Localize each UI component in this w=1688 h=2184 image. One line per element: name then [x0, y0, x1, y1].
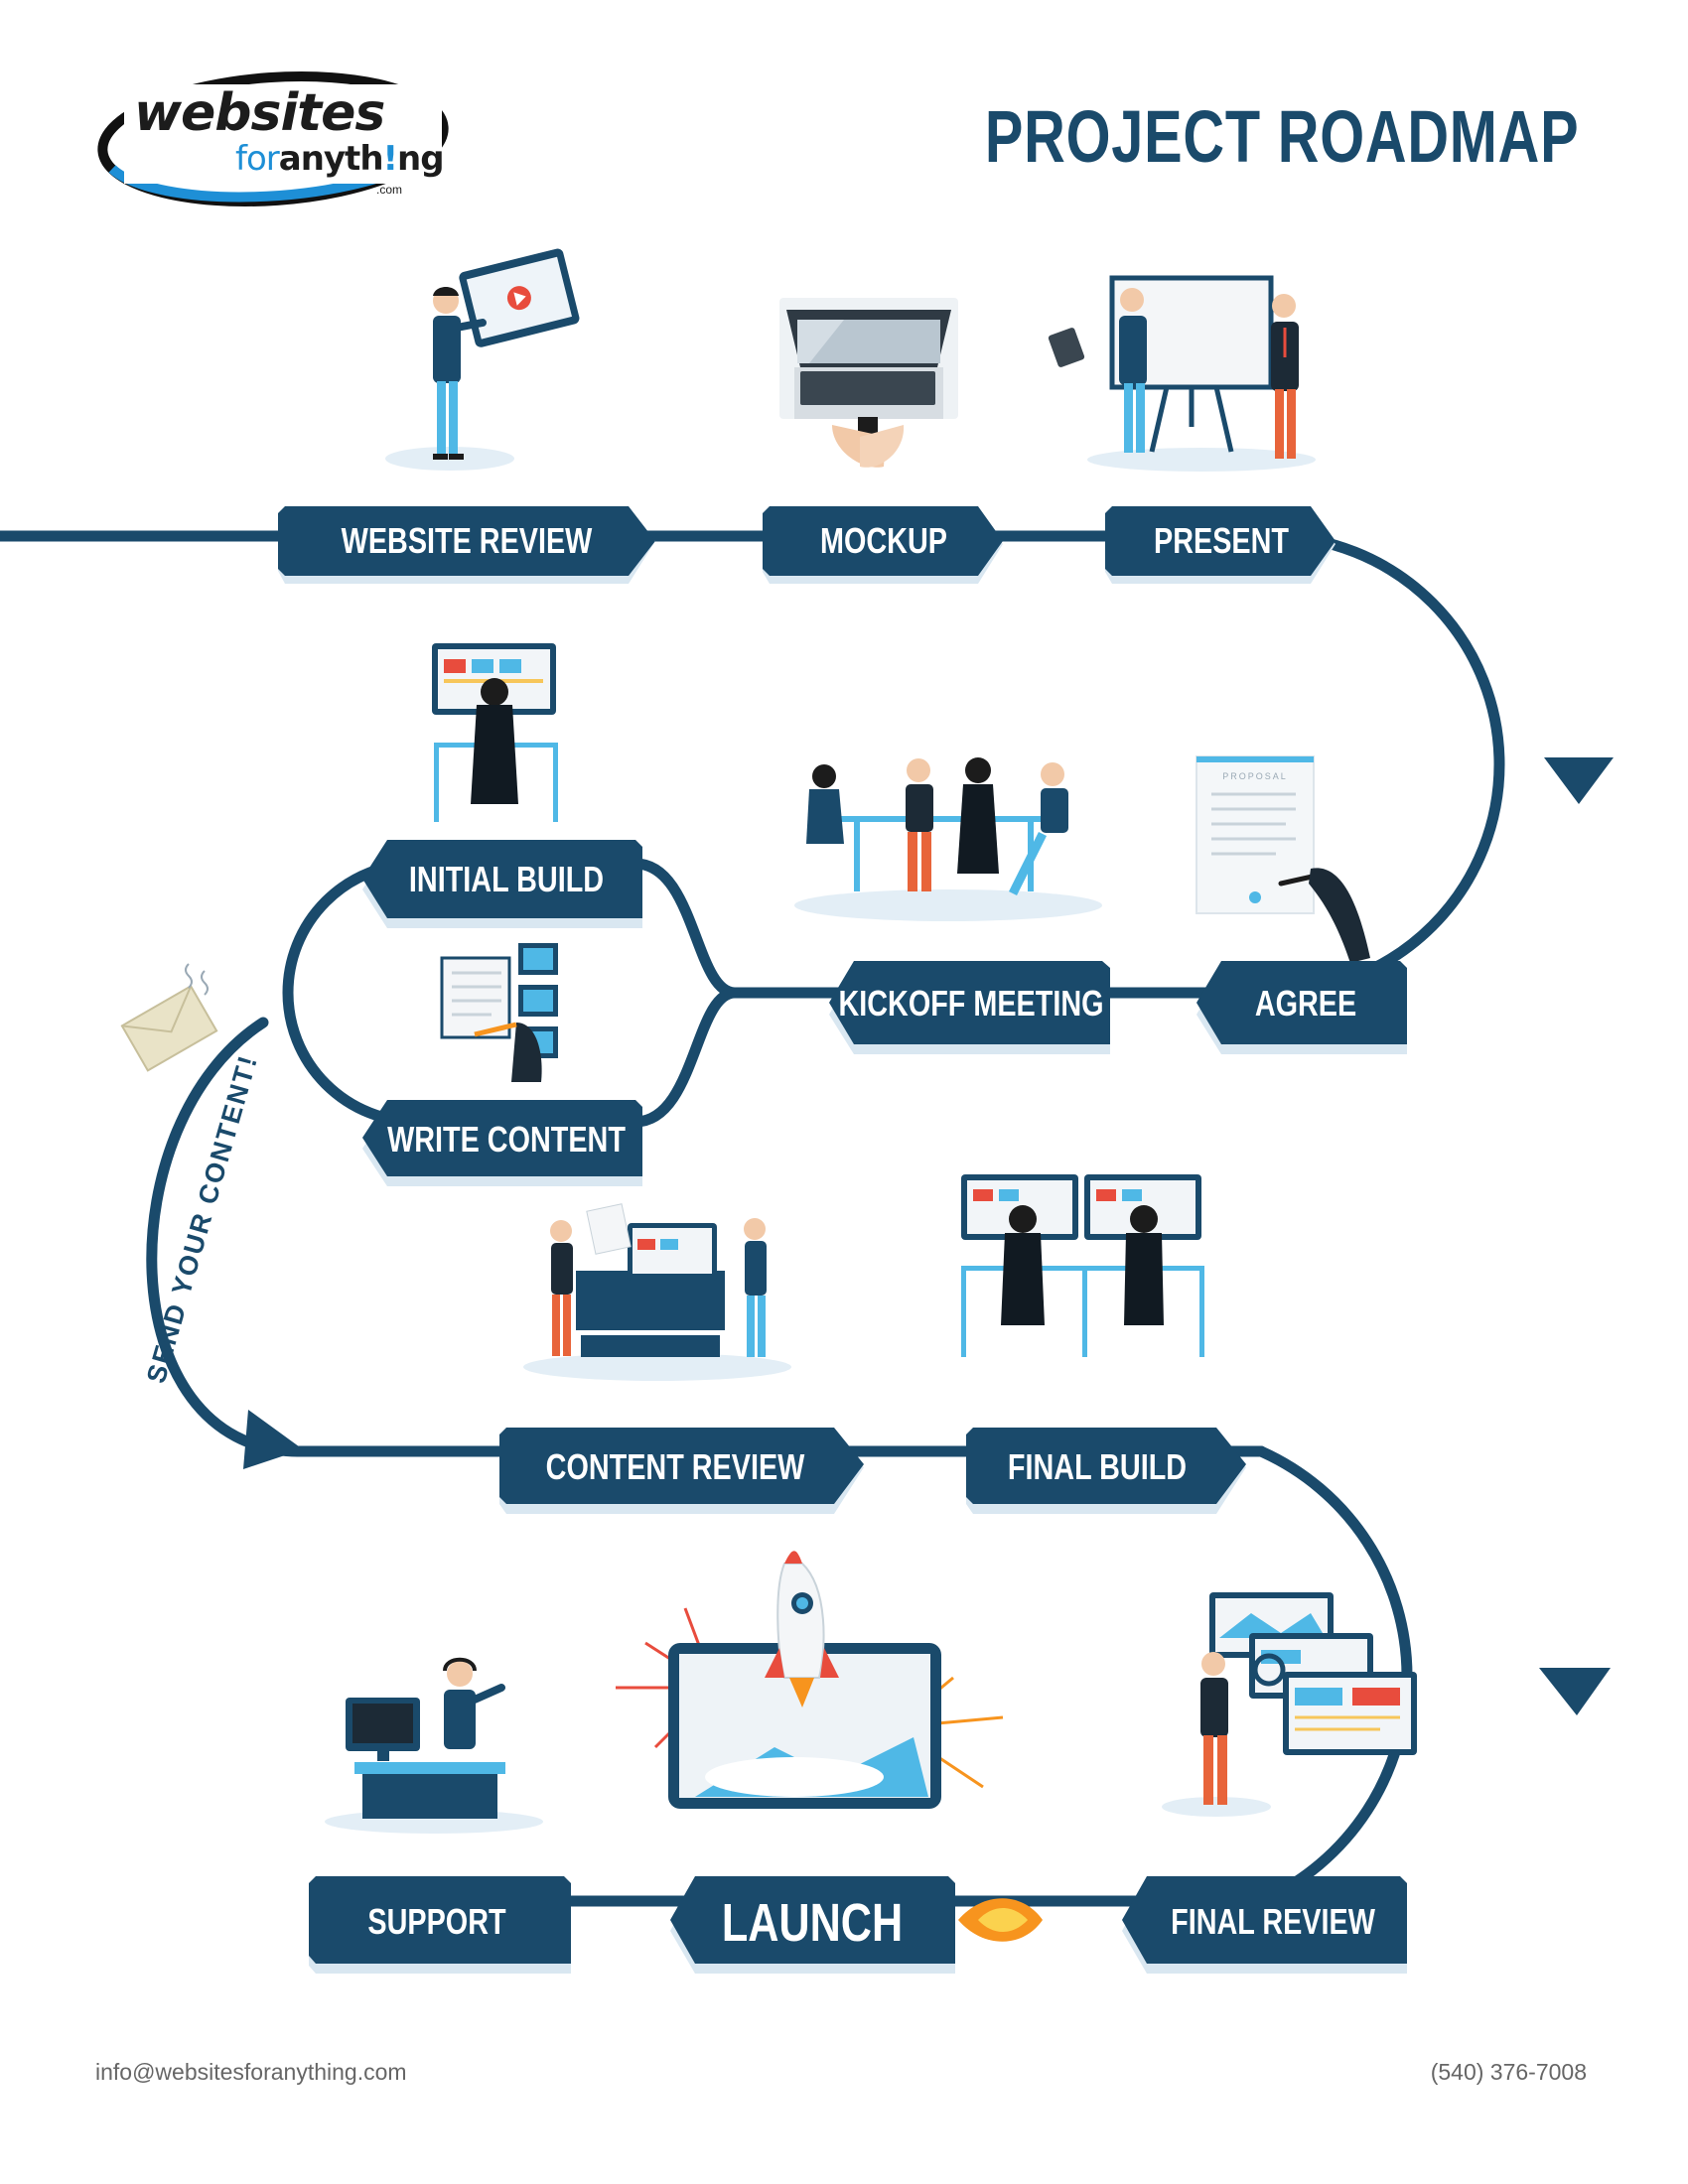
content-review-illustration	[523, 1203, 791, 1381]
logo-for: for	[235, 139, 280, 179]
arrow-down-right-icon	[1544, 757, 1614, 804]
support-illustration	[325, 1657, 543, 1834]
mockup-laptop-illustration	[779, 298, 958, 468]
proposal-doc-label: PROPOSAL	[1222, 771, 1288, 781]
step-kickoff-meeting: KICKOFF MEETING	[829, 961, 1110, 1054]
envelope-icon	[120, 984, 218, 1072]
step-label-initial-build: INITIAL BUILD	[409, 859, 604, 899]
logo-ng: ng	[397, 139, 445, 179]
step-label-final-build: FINAL BUILD	[1008, 1446, 1187, 1487]
initial-build-illustration	[432, 643, 558, 822]
step-label-agree: AGREE	[1255, 983, 1356, 1024]
logo: websites foranyth!ng .com	[94, 60, 472, 208]
footer-email[interactable]: info@websitesforanything.com	[95, 2059, 407, 2085]
logo-main-text: websites	[134, 83, 385, 143]
step-final-build: FINAL BUILD	[966, 1428, 1246, 1514]
step-initial-build: INITIAL BUILD	[362, 840, 642, 928]
step-website-review: WEBSITE REVIEW	[278, 506, 655, 584]
kickoff-meeting-illustration	[794, 757, 1102, 921]
step-support: SUPPORT	[309, 1876, 571, 1974]
step-label-launch: LAUNCH	[722, 1894, 903, 1954]
launch-rocket-illustration	[616, 1551, 1004, 1809]
step-agree: AGREE	[1196, 961, 1407, 1054]
agree-proposal-illustration: PROPOSAL	[1196, 755, 1370, 963]
final-build-illustration	[961, 1174, 1204, 1357]
step-launch: LAUNCH	[670, 1876, 955, 1974]
step-content-review: CONTENT REVIEW	[499, 1428, 864, 1514]
write-content-illustration	[440, 943, 558, 1082]
arrow-right-icon	[243, 1410, 303, 1469]
page-title: PROJECT ROADMAP	[984, 95, 1579, 178]
logo-swoosh-icon	[97, 70, 449, 207]
step-mockup: MOCKUP	[763, 506, 1003, 584]
step-label-write-content: WRITE CONTENT	[387, 1119, 626, 1160]
step-label-mockup: MOCKUP	[820, 520, 947, 561]
present-illustration	[1048, 275, 1316, 472]
website-review-illustration	[385, 248, 580, 471]
step-label-present: PRESENT	[1154, 520, 1289, 561]
step-final-review: FINAL REVIEW	[1122, 1876, 1407, 1974]
logo-anyth: anyth	[278, 139, 384, 179]
step-label-content-review: CONTENT REVIEW	[546, 1446, 805, 1487]
step-label-website-review: WEBSITE REVIEW	[342, 520, 593, 561]
logo-bang: !	[382, 139, 398, 179]
step-label-support: SUPPORT	[367, 1901, 505, 1942]
logo-sub-text: foranyth!ng	[235, 139, 445, 179]
step-label-final-review: FINAL REVIEW	[1171, 1901, 1375, 1942]
footer-phone[interactable]: (540) 376-7008	[1430, 2059, 1587, 2085]
arrow-down-left-icon	[1539, 1668, 1611, 1715]
step-label-kickoff-meeting: KICKOFF MEETING	[838, 983, 1103, 1024]
envelope-motion-icon	[185, 963, 209, 996]
step-write-content: WRITE CONTENT	[362, 1100, 642, 1186]
flame-icon	[958, 1898, 1043, 1942]
final-review-illustration	[1162, 1592, 1417, 1817]
logo-com: .com	[376, 183, 403, 197]
step-present: PRESENT	[1105, 506, 1336, 584]
